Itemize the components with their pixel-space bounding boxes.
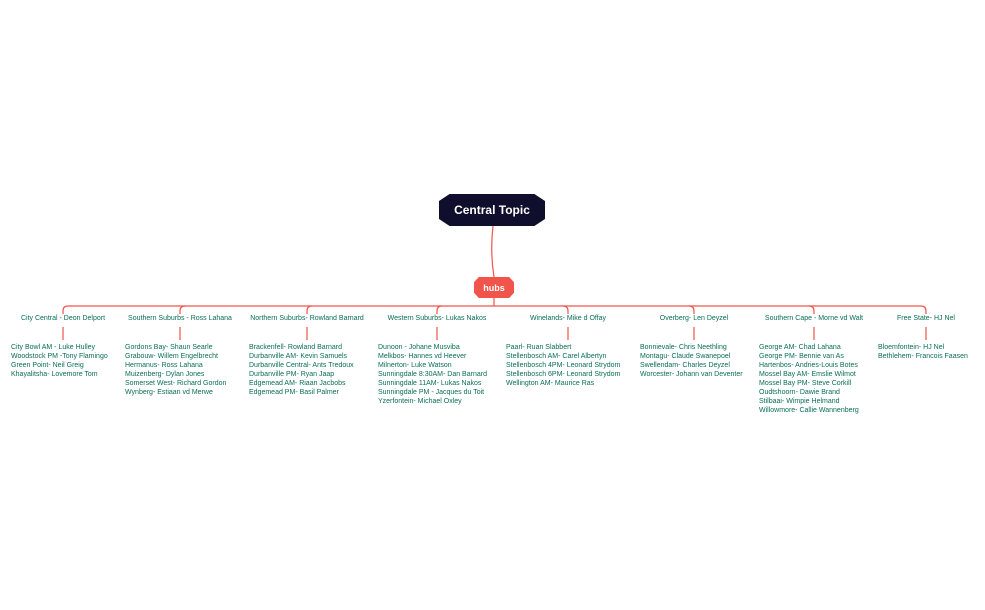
branch-item[interactable]: Sunningdale 11AM- Lukas Nakos xyxy=(378,380,482,387)
branch-item[interactable]: Stilbaai- Wimpie Helmand xyxy=(759,398,840,405)
branch-item[interactable]: Edgemead AM- Riaan Jacbobs xyxy=(249,380,346,387)
hubs-label: hubs xyxy=(483,282,505,293)
central-topic-node[interactable]: Central Topic xyxy=(439,194,545,226)
branch-item[interactable]: Durbanville PM- Ryan Jaap xyxy=(249,371,335,378)
branch-item[interactable]: Montagu- Claude Swanepoel xyxy=(640,353,731,360)
branch-item[interactable]: Dunoon - Johane Musviba xyxy=(378,344,460,351)
branch-item[interactable]: Worcester- Johann van Deventer xyxy=(640,371,743,378)
branch-title[interactable]: Western Suburbs- Lukas Nakos xyxy=(387,315,487,322)
branch-item[interactable]: Oudtshoorn- Dawie Brand xyxy=(759,389,840,396)
branch-title[interactable]: Southern Suburbs - Ross Lahana xyxy=(128,315,232,322)
branch-item[interactable]: Bonnievale- Chris Neethling xyxy=(640,344,727,351)
branch-item[interactable]: Paarl- Ruan Slabbert xyxy=(506,344,572,351)
branch-title[interactable]: City Central - Deon Delport xyxy=(20,315,106,322)
branch-item[interactable]: Hartenbos- Andries-Louis Botes xyxy=(759,362,858,369)
branch-item[interactable]: Yzerfontein- Michael Oxley xyxy=(378,398,462,405)
branch-item[interactable]: Durbanville AM- Kevin Samuels xyxy=(249,353,348,360)
branch-connector xyxy=(179,305,186,314)
branch-connector xyxy=(688,305,695,314)
branch-item[interactable]: Wellington AM- Maurice Ras xyxy=(506,380,595,387)
branch-connector xyxy=(920,305,927,314)
branch-item[interactable]: Brackenfell- Rowland Barnard xyxy=(249,344,342,351)
branch-item[interactable]: Edgemead PM- Basil Palmer xyxy=(249,389,339,396)
branch-item[interactable]: Mossel Bay AM- Emslie Wilmot xyxy=(759,371,856,378)
branch-item[interactable]: Bethlehem- Francois Faasen xyxy=(878,353,968,360)
branch-title[interactable]: Overberg- Len Deyzel xyxy=(659,315,729,322)
central-topic-label: Central Topic xyxy=(454,203,530,217)
branch-item[interactable]: Gordons Bay- Shaun Searle xyxy=(125,344,213,351)
hubs-node[interactable]: hubs xyxy=(474,277,514,298)
branch-item[interactable]: Stellenbosch AM- Carel Albertyn xyxy=(506,353,607,360)
branch-connector xyxy=(808,305,815,314)
branch-item[interactable]: Mossel Bay PM- Steve Corkill xyxy=(759,380,852,387)
branch-item[interactable]: George PM- Bennie van As xyxy=(759,353,844,360)
branch-title[interactable]: Southern Cape - Morne vd Walt xyxy=(764,315,864,322)
branch-item[interactable]: Willowmore- Callie Wannenberg xyxy=(759,407,859,414)
branch-item[interactable]: Milnerton- Luke Watson xyxy=(378,362,452,369)
branch-item[interactable]: Swellendam- Charles Deyzel xyxy=(640,362,730,369)
branch-item[interactable]: City Bowl AM - Luke Hulley xyxy=(11,344,96,351)
branch-item[interactable]: Stellenbosch 6PM- Leonard Strydom xyxy=(506,371,621,378)
branch-item[interactable]: Durbanville Central- Ants Tredoux xyxy=(249,362,354,369)
branch-connector xyxy=(306,305,313,314)
branch-title[interactable]: Free State- HJ Nel xyxy=(897,315,955,322)
branch-title[interactable]: Winelands- Mike d Offay xyxy=(529,315,607,322)
branch-item[interactable]: Muizenberg- Dylan Jones xyxy=(125,371,205,378)
branch-item[interactable]: Green Point- Neil Greig xyxy=(11,362,84,369)
branch-item[interactable]: George AM- Chad Lahana xyxy=(759,344,841,351)
central-to-hub-connector xyxy=(491,225,495,278)
branch-item[interactable]: Khayalitsha- Lovemore Tom xyxy=(11,371,98,378)
branch-connector xyxy=(62,305,69,314)
branch-item[interactable]: Woodstock PM -Tony Flamingo xyxy=(11,353,108,360)
branch-item[interactable]: Somerset West- Richard Gordon xyxy=(125,380,227,387)
branch-item[interactable]: Sunningdale 8:30AM- Dan Barnard xyxy=(378,371,487,378)
branch-item[interactable]: Bloemfontein- HJ Nel xyxy=(878,344,945,351)
branch-item[interactable]: Wynberg- Estiaan vd Merwe xyxy=(125,389,213,396)
branch-connector xyxy=(436,305,443,314)
branch-item[interactable]: Hermanus- Ross Lahana xyxy=(125,362,203,369)
branch-item[interactable]: Stellenbosch 4PM- Leonard Strydom xyxy=(506,362,621,369)
branch-item[interactable]: Grabouw- Willem Engelbrecht xyxy=(125,353,218,360)
branch-item[interactable]: Melkbos- Hannes vd Heever xyxy=(378,353,467,360)
branch-title[interactable]: Northern Suburbs- Rowland Barnard xyxy=(250,315,364,322)
branch-connector xyxy=(562,305,569,314)
branch-item[interactable]: Sunningdale PM - Jacques du Toit xyxy=(378,389,485,396)
